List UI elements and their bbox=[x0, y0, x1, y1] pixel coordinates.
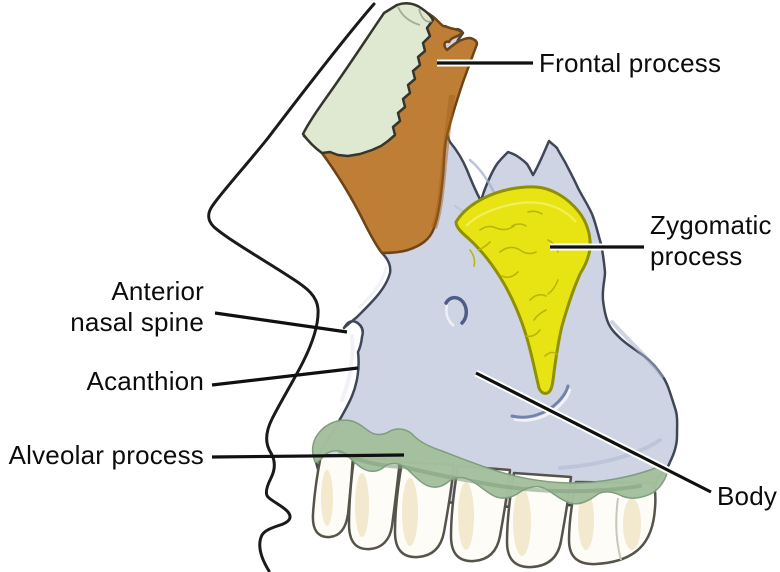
face-profile-outline bbox=[207, 2, 376, 572]
acanthion-leader-line bbox=[211, 366, 359, 387]
label-body: Body bbox=[717, 481, 778, 511]
label-acanthion: Acanthion bbox=[86, 366, 204, 396]
anterior-nasal-spine-leader-line bbox=[214, 311, 348, 334]
alveolar-process-region bbox=[311, 419, 669, 505]
alveolar-shading bbox=[338, 450, 642, 494]
nasal-bone-region bbox=[301, 2, 435, 158]
frontal-process-shading bbox=[431, 94, 455, 230]
label-anterior-nasal-spine: Anterior nasal spine bbox=[70, 276, 204, 337]
label-frontal-process: Frontal process bbox=[539, 48, 722, 78]
canine-fossa-crease bbox=[510, 384, 572, 422]
teeth-shading bbox=[321, 470, 641, 556]
molar-groove bbox=[615, 497, 622, 561]
label-zygomatic-process: Zygomatic process bbox=[650, 210, 772, 271]
alveolar-process-leader-line bbox=[211, 453, 405, 459]
leader-lines bbox=[211, 59, 713, 496]
nasal-bone-facet-line bbox=[397, 6, 433, 26]
zygomatic-process-region bbox=[454, 185, 592, 395]
label-alveolar-process: Alveolar process bbox=[8, 440, 204, 470]
zygomatic-inner-rim bbox=[465, 201, 577, 227]
infraorbital-foramen bbox=[444, 295, 468, 327]
body-leader-line bbox=[475, 371, 712, 494]
